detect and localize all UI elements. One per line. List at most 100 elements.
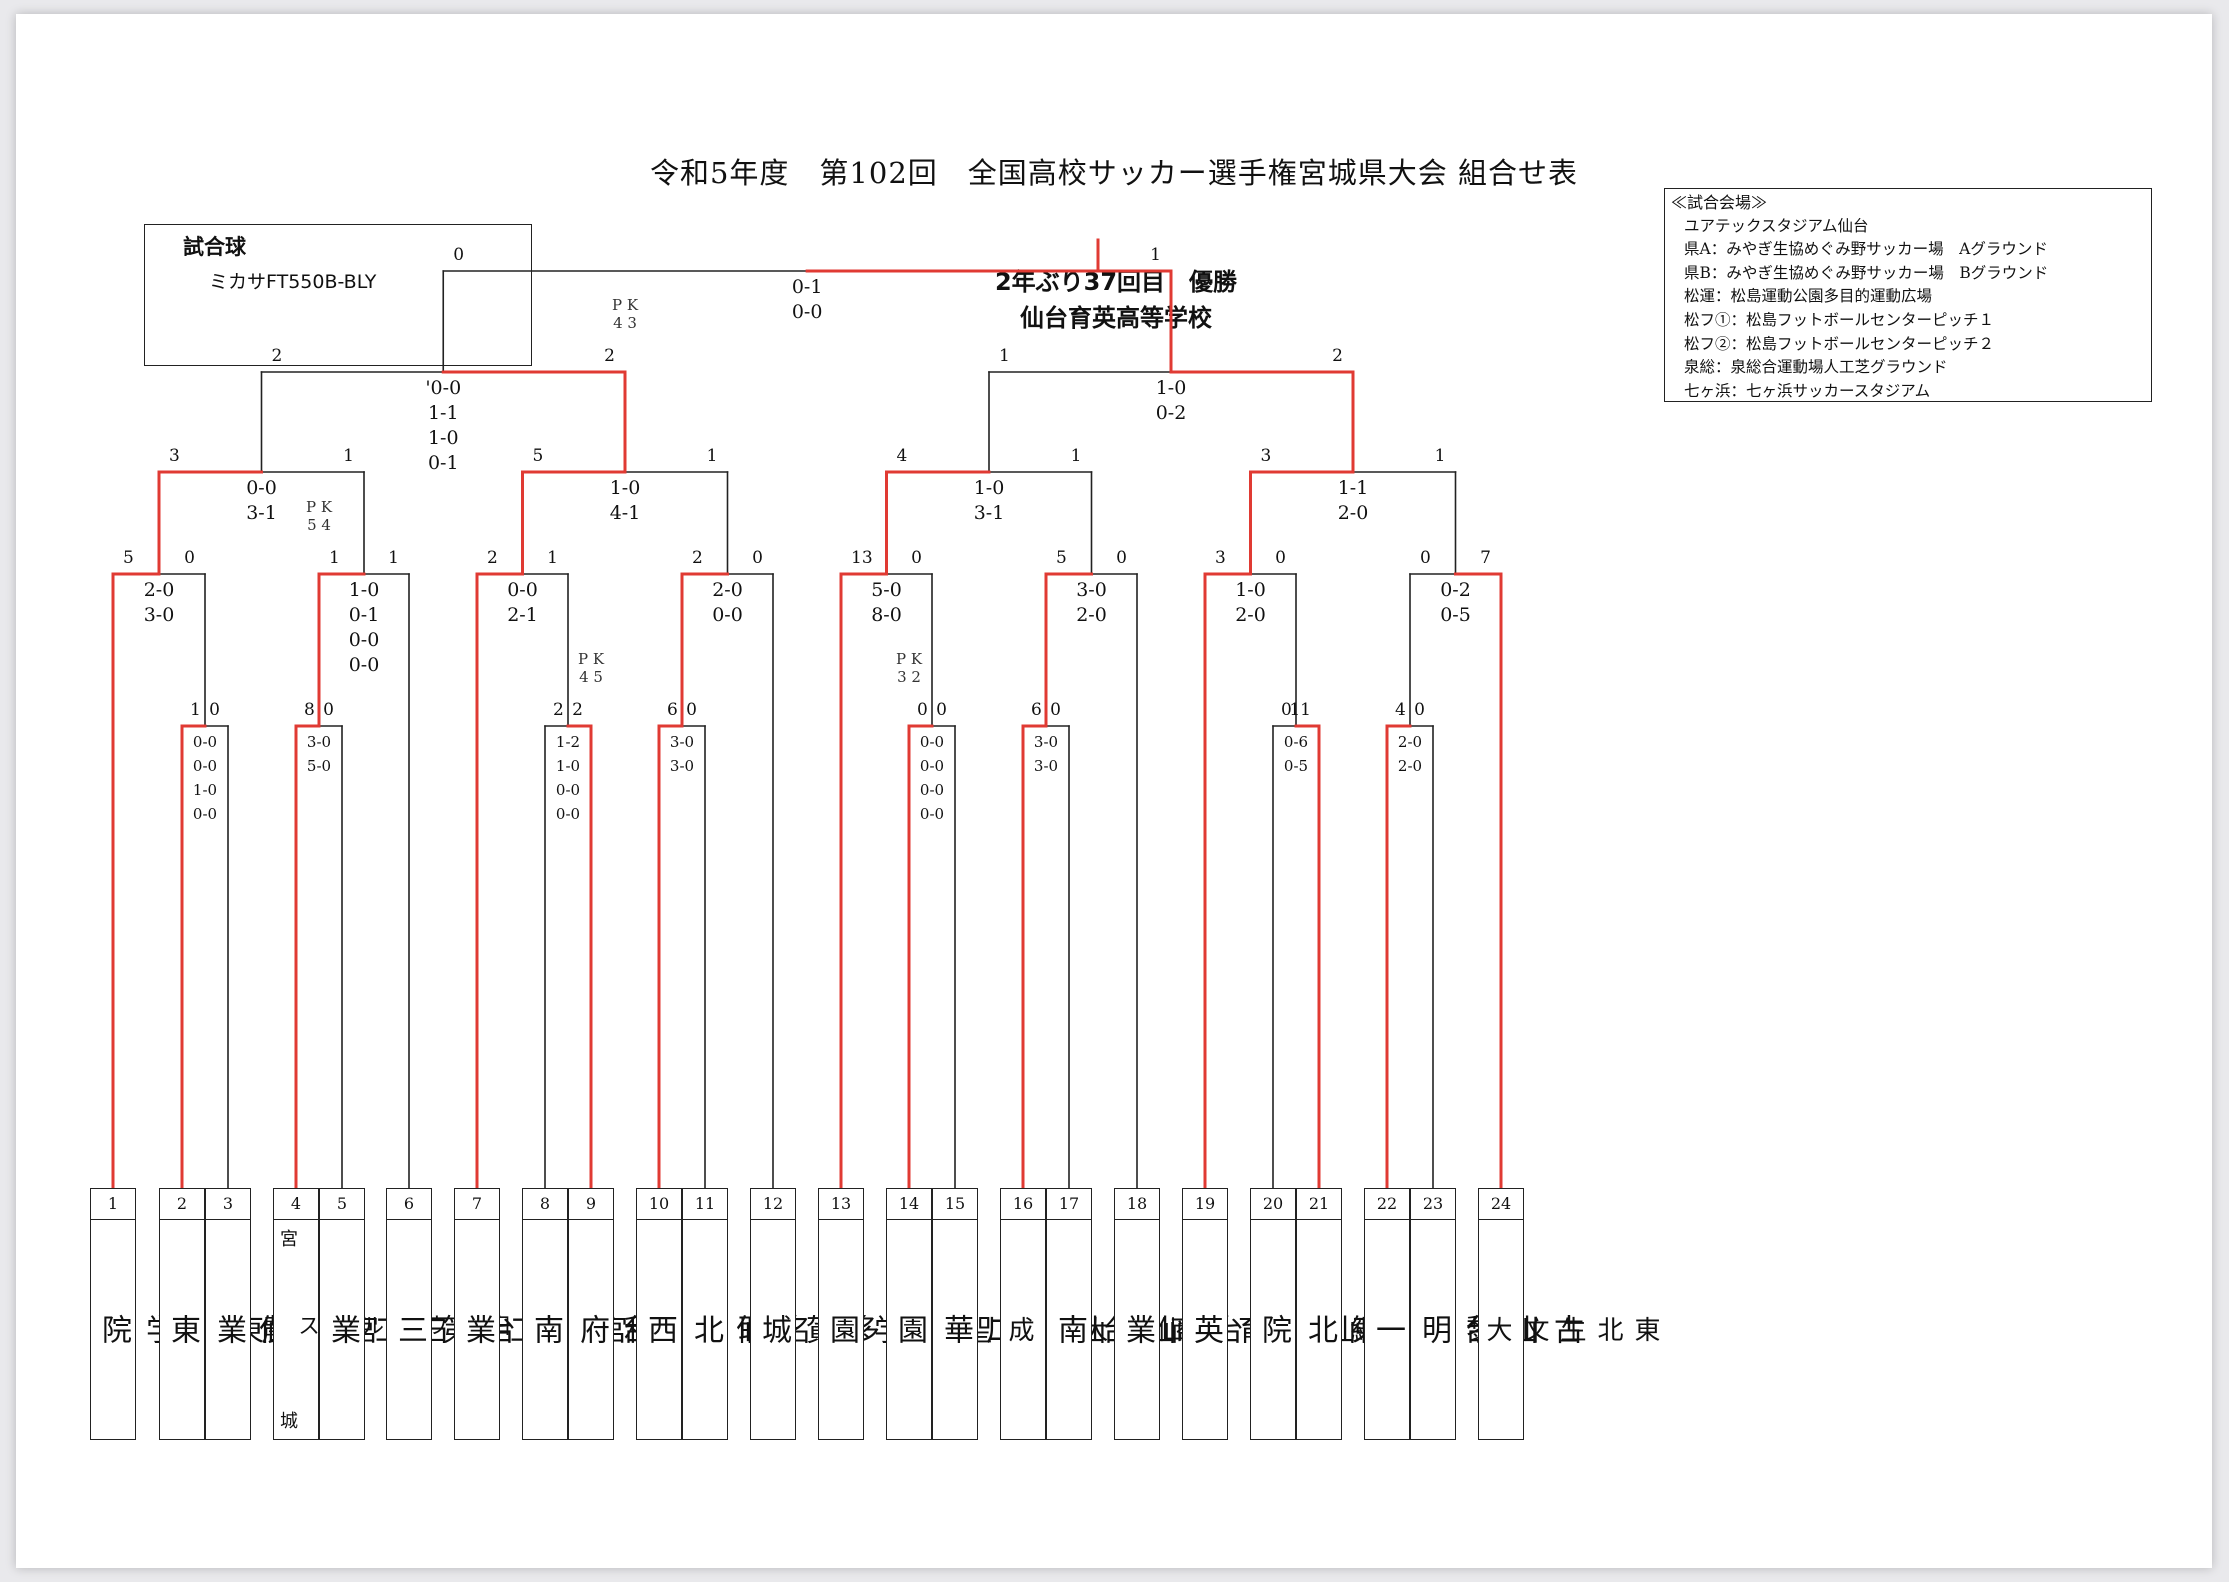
team-name-char: 業 bbox=[460, 1314, 495, 1344]
team-name-char: 明 bbox=[1416, 1314, 1451, 1344]
team-name-char: 一 bbox=[1370, 1314, 1405, 1344]
result-line: 0-5 bbox=[1440, 604, 1471, 626]
score-left: 8 bbox=[304, 700, 315, 720]
score-left: 5 bbox=[1056, 548, 1067, 568]
team-box: 23古川黎明 bbox=[1410, 1188, 1583, 1440]
score-left: 13 bbox=[851, 548, 873, 568]
score-right: 1 bbox=[1070, 446, 1082, 466]
team-box: 7宮城工業 bbox=[454, 1188, 627, 1440]
result-line: 0-0 bbox=[348, 654, 380, 676]
team-box: 2仙台東 bbox=[159, 1188, 288, 1440]
score-right: 0 bbox=[686, 700, 697, 720]
team-name-char: 東 bbox=[1630, 1316, 1660, 1342]
team-number: 15 bbox=[933, 1189, 977, 1220]
team-box: 22仙台第一 bbox=[1364, 1188, 1537, 1440]
score-right: 0 bbox=[911, 548, 922, 568]
result-line: 2-1 bbox=[507, 604, 538, 626]
result-line: 0-2 bbox=[1155, 402, 1187, 424]
result-line: 5-0 bbox=[871, 579, 902, 601]
match-ball-box: 試合球 ミカサFT550B-BLY bbox=[144, 224, 532, 366]
score-left: 5 bbox=[123, 548, 134, 568]
team-name-char: 英 bbox=[1188, 1314, 1223, 1344]
score-left: 2 bbox=[553, 700, 564, 720]
score-right: 1 bbox=[706, 446, 718, 466]
bracket-lines bbox=[111, 238, 1503, 1190]
venue-box: ≪試合会場≫ ユアテックスタジアム仙台 県A：みやぎ生協めぐみ野サッカー場 Aグ… bbox=[1664, 188, 2152, 402]
team-name-char: 業 bbox=[325, 1314, 360, 1344]
team-number: 14 bbox=[887, 1189, 931, 1220]
champion-school: 仙台育英高等学校 bbox=[1020, 304, 1212, 332]
team-name-char: 業 bbox=[211, 1314, 246, 1344]
score-right: 0 bbox=[323, 700, 334, 720]
champion-label: 2年ぶり37回目 優勝 仙台育英高等学校 bbox=[966, 264, 1266, 336]
score-left: 4 bbox=[1395, 700, 1406, 720]
venue-heading: ≪試合会場≫ bbox=[1671, 193, 1768, 212]
team-number: 18 bbox=[1115, 1189, 1159, 1220]
team-number: 12 bbox=[751, 1189, 795, 1220]
result-line: 8-0 bbox=[871, 604, 902, 626]
team-box: 21東北 bbox=[1296, 1188, 1381, 1440]
result-line: 3-1 bbox=[973, 502, 1005, 524]
team-box: 8仙台城南 bbox=[522, 1188, 695, 1440]
team-name-char: 東 bbox=[165, 1314, 200, 1344]
result-line: 0-0 bbox=[919, 757, 945, 775]
team-box: 6仙台第三 bbox=[386, 1188, 559, 1440]
score-left: 2 bbox=[487, 548, 498, 568]
venue-item: 泉総：泉総合運動場人工芝グラウンド bbox=[1684, 358, 1948, 377]
result-line: 1-1 bbox=[1337, 477, 1369, 499]
team-name-char: 北 bbox=[1302, 1314, 1337, 1344]
match-ball-value: ミカサFT550B-BLY bbox=[209, 271, 377, 293]
result-line: 0-0 bbox=[791, 301, 823, 323]
result-line: 0-0 bbox=[555, 781, 581, 799]
venue-item: 県B：みやぎ生協めぐみ野サッカー場 Bグラウンド bbox=[1684, 263, 2049, 282]
team-number: 22 bbox=[1365, 1189, 1409, 1220]
score-right: 0 bbox=[936, 700, 947, 720]
result-line: 1-0 bbox=[609, 477, 641, 499]
score-right: 7 bbox=[1480, 548, 1491, 568]
team-number: 24 bbox=[1479, 1189, 1523, 1220]
team-number: 6 bbox=[387, 1189, 431, 1220]
result-line: 2-0 bbox=[1076, 604, 1107, 626]
score-right: 2 bbox=[1332, 346, 1343, 366]
venue-item: 県A：みやぎ生協めぐみ野サッカー場 Aグラウンド bbox=[1684, 240, 2048, 259]
team-number: 20 bbox=[1251, 1189, 1295, 1220]
score-left: 0 bbox=[1281, 700, 1292, 720]
result-line: 0-2 bbox=[1440, 579, 1471, 601]
team-number: 3 bbox=[206, 1189, 250, 1220]
team-box: 19仙台育英 bbox=[1182, 1188, 1355, 1440]
team-box: 16仙台大明成 bbox=[1000, 1188, 1182, 1440]
team-name-suffix: 城 bbox=[280, 1411, 298, 1432]
team-box: 11名取北 bbox=[682, 1188, 811, 1440]
result-line: 2-0 bbox=[143, 579, 175, 601]
score-right: 1 bbox=[343, 446, 354, 466]
team-name-char: 成 bbox=[1004, 1316, 1034, 1342]
team-name-char: 南 bbox=[528, 1314, 563, 1344]
score-right: 0 bbox=[1116, 548, 1127, 568]
bracket-sheet: 令和5年度 第102回 全国高校サッカー選手権宮城県大会 組合せ表 試合球 ミカ… bbox=[16, 14, 2212, 1568]
team-number: 23 bbox=[1411, 1189, 1455, 1220]
team-number: 13 bbox=[819, 1189, 863, 1220]
result-line: 0-1 bbox=[791, 276, 823, 298]
score-left: 3 bbox=[169, 446, 180, 466]
score-left: 1 bbox=[329, 548, 340, 568]
result-line: 1-0 bbox=[192, 781, 218, 799]
venue-item: 松フ②：松島フットボールセンターピッチ２ bbox=[1684, 334, 1995, 353]
result-line: 1-2 bbox=[555, 733, 581, 751]
result-line: 0-1 bbox=[348, 604, 380, 626]
team-box: 20尚絅学院 bbox=[1250, 1188, 1423, 1440]
team-number: 4 bbox=[274, 1189, 318, 1220]
team-number: 8 bbox=[523, 1189, 567, 1220]
result-line: 2-0 bbox=[1337, 502, 1369, 524]
team-number: 17 bbox=[1047, 1189, 1091, 1220]
team-name-char: 華 bbox=[938, 1314, 973, 1344]
